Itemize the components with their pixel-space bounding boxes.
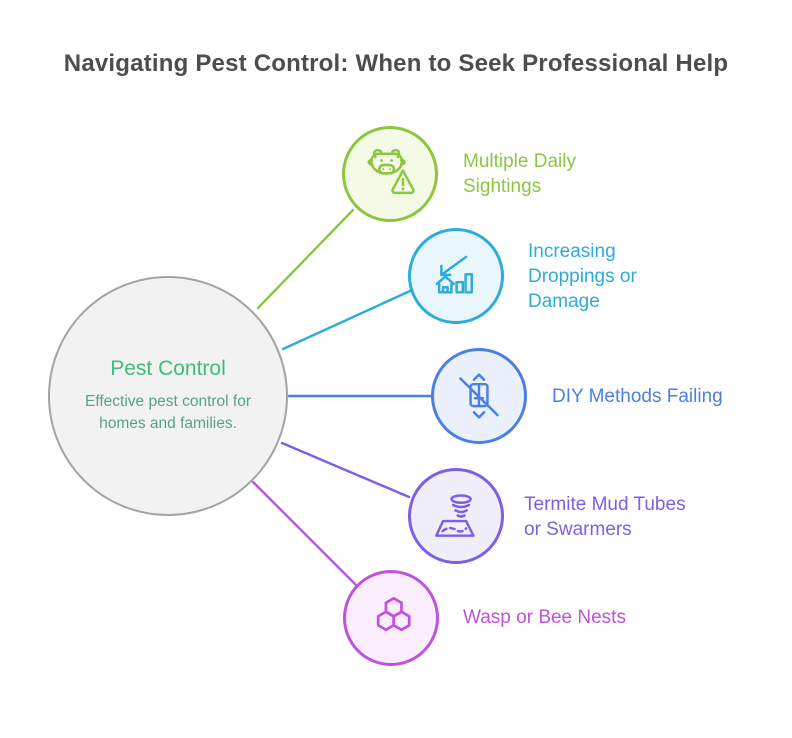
central-topic-subtitle: Effective pest control for homes and fam… bbox=[85, 393, 251, 432]
cow-alert-icon bbox=[367, 148, 415, 195]
connector-line-4 bbox=[280, 441, 411, 499]
label-wasp-bee-nests: Wasp or Bee Nests bbox=[463, 607, 626, 628]
no-resize-box-icon bbox=[459, 373, 499, 419]
label-increasing-droppings: Increasing Droppings or Damage bbox=[528, 241, 637, 312]
connector-line-2 bbox=[281, 289, 412, 351]
honeycomb-icon bbox=[376, 596, 411, 632]
termite-tornado-icon bbox=[435, 494, 475, 537]
label-diy-methods-failing: DIY Methods Failing bbox=[552, 386, 723, 407]
label-multiple-daily-sightings: Multiple Daily Sightings bbox=[463, 151, 576, 197]
page-title: Navigating Pest Control: When to Seek Pr… bbox=[63, 50, 729, 77]
central-topic-title: Pest Control bbox=[110, 357, 226, 380]
node-increasing-droppings[interactable] bbox=[408, 228, 504, 324]
node-termite-mud-tubes[interactable] bbox=[408, 468, 504, 564]
node-wasp-bee-nests[interactable] bbox=[343, 570, 439, 666]
house-decline-chart-icon bbox=[435, 255, 473, 294]
node-multiple-daily-sightings[interactable] bbox=[342, 126, 438, 222]
central-topic-circle[interactable]: Pest Control Effective pest control for … bbox=[48, 276, 288, 516]
label-termite-mud-tubes: Termite Mud Tubes or Swarmers bbox=[524, 494, 686, 540]
node-diy-methods-failing[interactable] bbox=[431, 348, 527, 444]
connector-line-5 bbox=[251, 480, 358, 587]
connector-line-1 bbox=[256, 208, 355, 310]
